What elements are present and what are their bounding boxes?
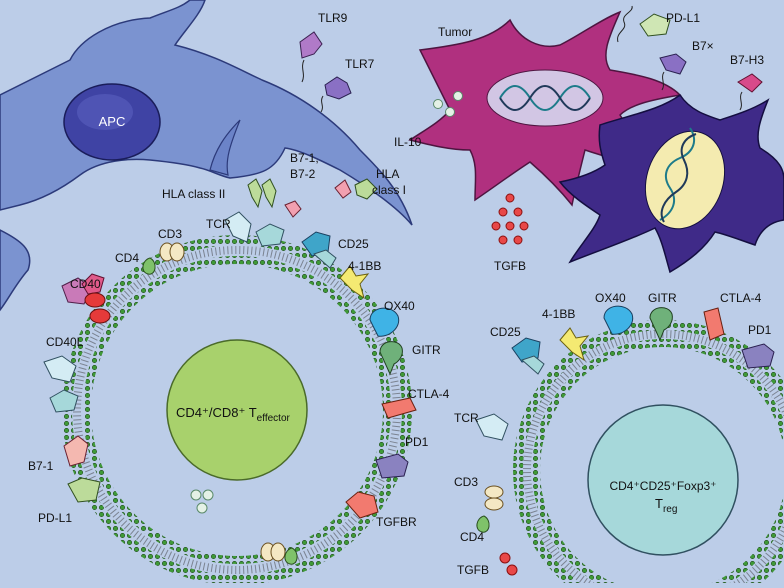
treg-ctla4-receptor: [703, 307, 725, 341]
eff-tgfbr-label: TGFBR: [376, 515, 417, 529]
eff-ox40-receptor: [369, 307, 400, 337]
treg-receptors: CD25 4-1BB OX40 GITR CTLA-4 PD1 TCR CD3 …: [454, 291, 775, 577]
eff-cd25-receptor: [301, 231, 331, 257]
tumor-pdl1-receptor: [639, 13, 671, 37]
tumor-tgfb-label: TGFB: [494, 259, 526, 273]
effector-receptors: CD4 CD3 TCR CD25 4-1BB CD40 CD40L OX40 G…: [28, 211, 450, 565]
tlr7-label: TLR7: [345, 57, 375, 71]
treg-ox40-label: OX40: [595, 291, 626, 305]
apc-dendrite-bottom: [209, 119, 241, 176]
tumor-label: Tumor: [438, 25, 472, 39]
treg-cd4-label: CD4: [460, 530, 484, 544]
hla1-label-1: HLA: [376, 167, 399, 181]
eff-ctla4-label: CTLA-4: [408, 387, 450, 401]
eff-tcr-a: [224, 211, 252, 243]
treg-tcr-label: TCR: [454, 411, 479, 425]
eff-ox40-label: OX40: [384, 299, 415, 313]
eff-pdl1-label: PD-L1: [38, 511, 72, 525]
eff-pd1-receptor: [375, 453, 409, 479]
treg-ctla4-label: CTLA-4: [720, 291, 762, 305]
tumor-pdl1-label: PD-L1: [666, 11, 700, 25]
apc-body: [0, 0, 413, 226]
eff-cd3-label: CD3: [158, 227, 182, 241]
treg-tgfb-label: TGFB: [457, 563, 489, 577]
treg-cd3-receptor: [484, 485, 504, 511]
eff-b71-receptor: [63, 435, 89, 467]
eff-cd4-receptor: [142, 257, 156, 275]
eff-bottom-cd3: [260, 542, 298, 565]
treg-41bb-receptor: [559, 327, 590, 362]
tumor-nucleus-1: [486, 69, 604, 127]
treg-label-1: CD4⁺CD25⁺Foxp3⁺: [609, 479, 716, 493]
effector-vesicles: [190, 489, 214, 514]
treg-gitr-label: GITR: [648, 291, 677, 305]
hla2-receptor-a: [247, 178, 263, 209]
tumor-receptors: PD-L1 B7× B7-H3 IL-10 TGFB: [394, 5, 764, 273]
eff-b71-label: B7-1: [28, 459, 54, 473]
b7-receptor-2: [284, 200, 302, 218]
apc-receptors: TLR9 TLR7 B7-1, B7-2 HLA class I HLA cla…: [162, 11, 406, 218]
treg-ox40-receptor: [603, 305, 634, 335]
tlr7-receptor: [324, 76, 352, 100]
treg-tcr-receptor: [475, 413, 509, 441]
b7-receptor: [334, 179, 352, 199]
apc-dendrite-left: [0, 229, 31, 312]
eff-cd25-label: CD25: [338, 237, 369, 251]
b7x-receptor: [659, 53, 687, 75]
tgfb-dots-tumor: [491, 193, 529, 245]
apc-label: APC: [99, 114, 126, 129]
eff-pd1-label: PD1: [405, 435, 429, 449]
eff-gitr-receptor: [379, 341, 403, 376]
eff-tcr-left: [43, 355, 77, 383]
treg-label-2: Treg: [655, 496, 677, 515]
eff-41bb-receptor: [339, 265, 370, 300]
effector-label: CD4⁺/CD8⁺ Teffector: [176, 405, 291, 424]
eff-41bb-label: 4-1BB: [348, 259, 381, 273]
effector-core: [166, 339, 308, 481]
treg-41bb-label: 4-1BB: [542, 307, 575, 321]
treg-gitr-receptor: [649, 307, 673, 342]
eff-tcr-label: TCR: [206, 217, 231, 231]
hla1-receptor: [354, 178, 378, 200]
b7-label-1: B7-1,: [290, 151, 319, 165]
eff-cd40l-label: CD40L: [46, 335, 84, 349]
tlr9-label: TLR9: [318, 11, 348, 25]
eff-cd4-label: CD4: [115, 251, 139, 265]
treg-cd4-receptor: [476, 515, 490, 533]
eff-pdl1-receptor: [67, 477, 101, 503]
hla1-label-2: class I: [372, 183, 406, 197]
hla2-receptor-b: [261, 178, 277, 209]
b7x-label: B7×: [692, 39, 714, 53]
b7h3-label: B7-H3: [730, 53, 764, 67]
treg-core: [587, 404, 739, 556]
eff-cd40-label: CD40: [70, 277, 101, 291]
treg-cd3-label: CD3: [454, 475, 478, 489]
treg-cd25-label: CD25: [490, 325, 521, 339]
treg-pd1-label: PD1: [748, 323, 772, 337]
tlr9-receptor: [299, 31, 323, 59]
il10-label: IL-10: [394, 135, 422, 149]
hla2-label: HLA class II: [162, 187, 225, 201]
b7-label-2: B7-2: [290, 167, 316, 181]
treg-cell: CD4⁺CD25⁺Foxp3⁺ Treg: [513, 320, 784, 588]
eff-ctla4-receptor: [381, 397, 417, 419]
treg-pd1-receptor: [741, 343, 775, 369]
il10-dots: [433, 91, 463, 117]
apc-cell: APC: [0, 0, 413, 312]
eff-tcr-b: [255, 223, 285, 247]
eff-gitr-label: GITR: [412, 343, 441, 357]
b7h3-receptor: [737, 73, 763, 93]
tumor-cell-2: [558, 93, 784, 274]
treg-tgfb-dots: [499, 552, 518, 576]
eff-tgfbr-receptor: [345, 491, 379, 519]
